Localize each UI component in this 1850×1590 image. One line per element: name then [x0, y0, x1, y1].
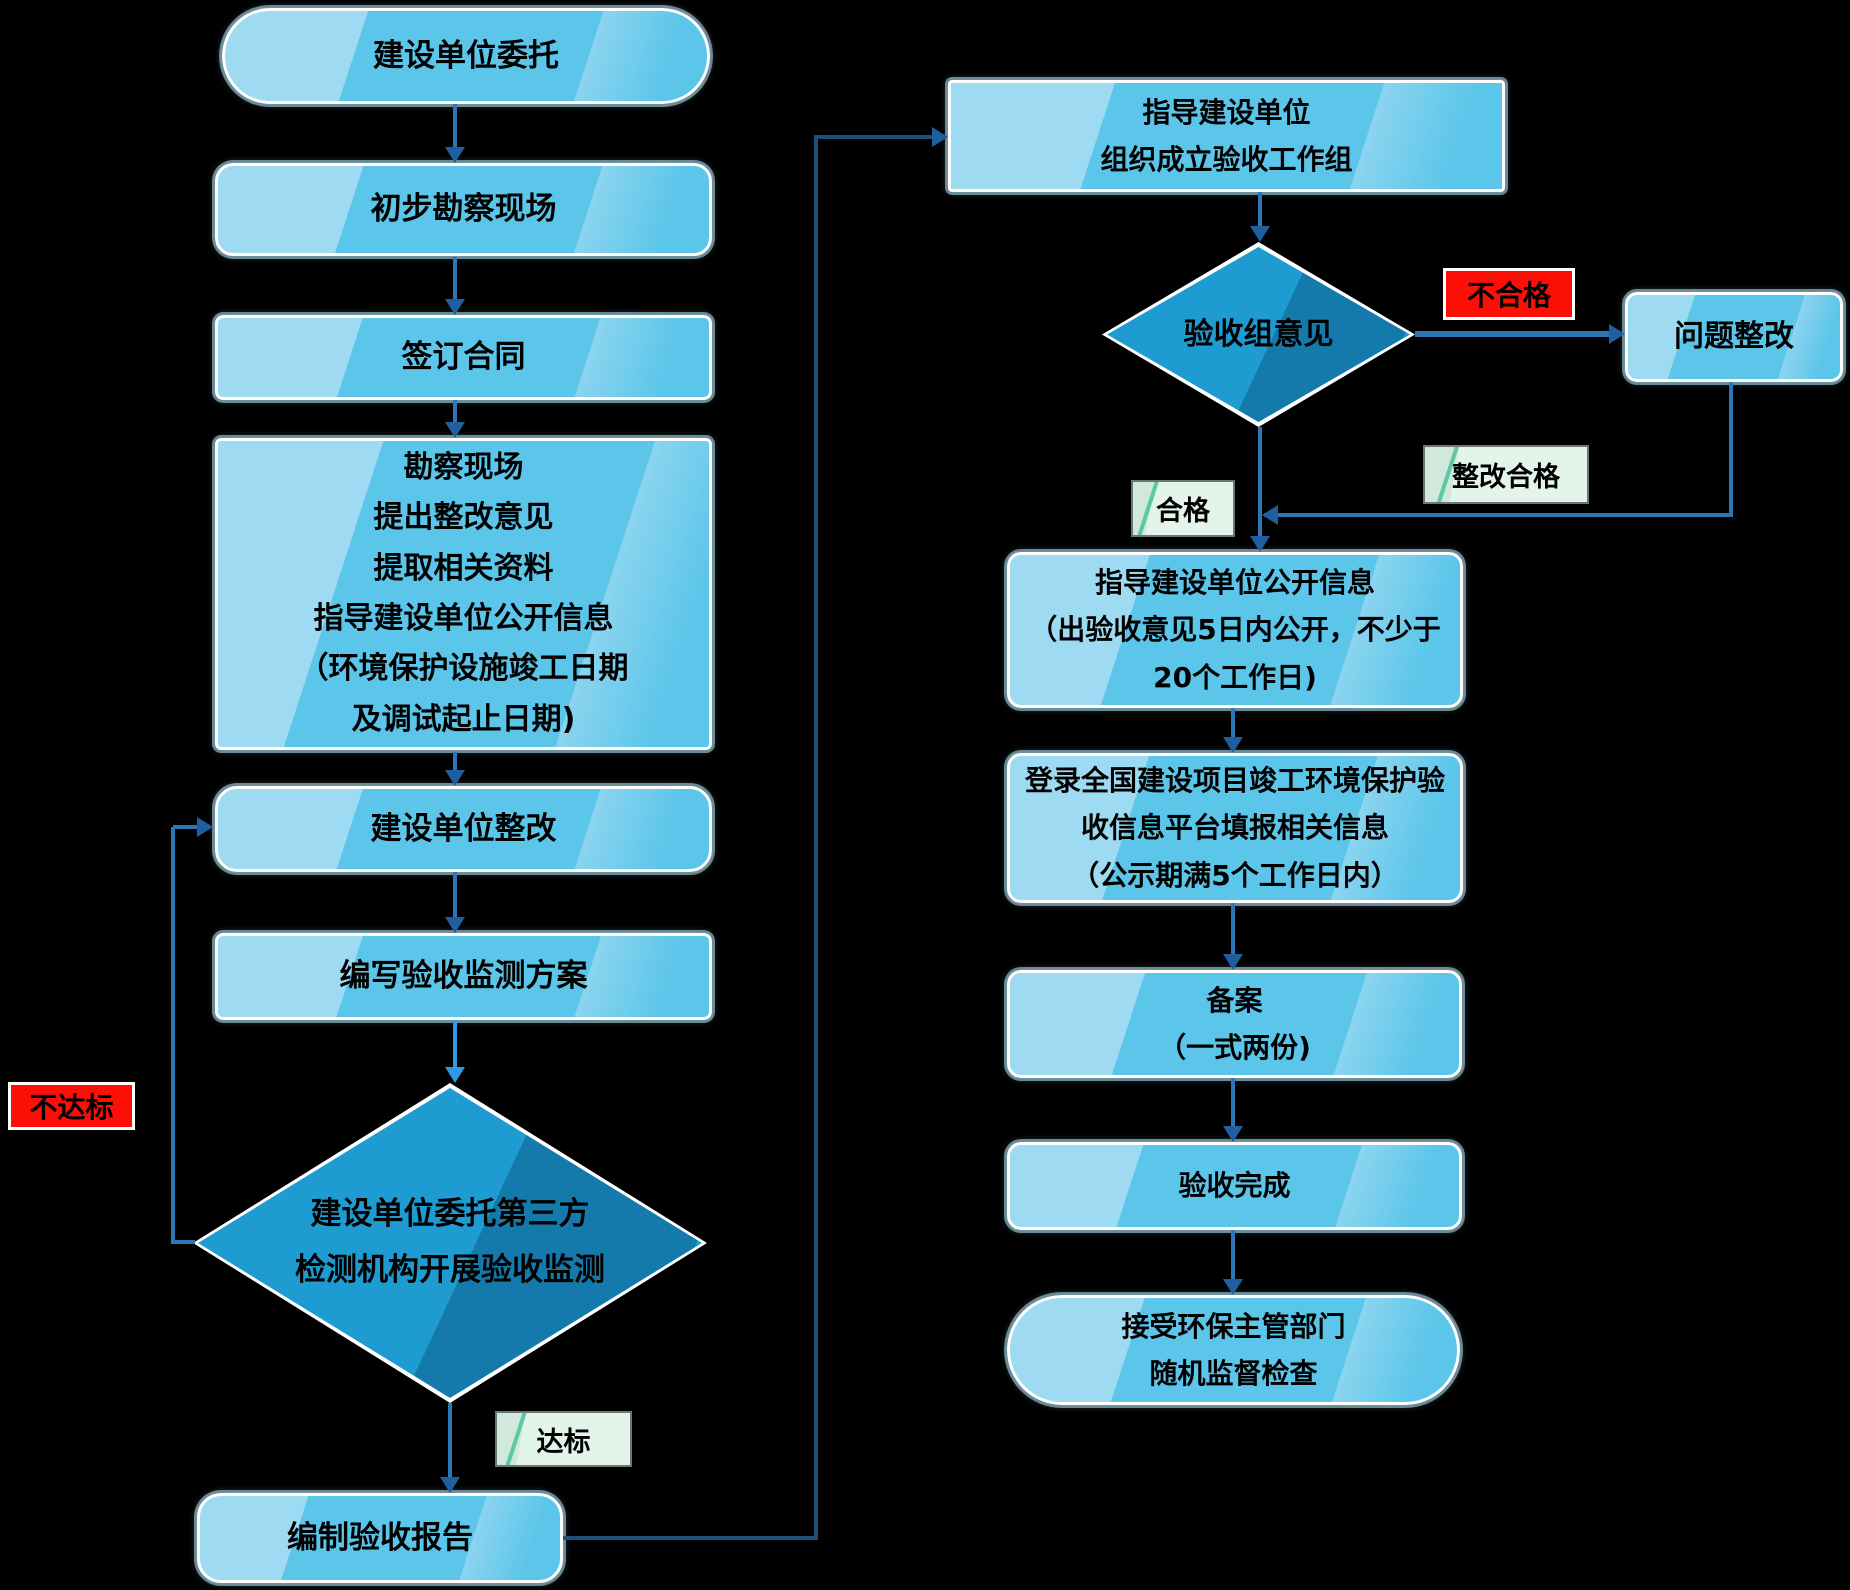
node-problem-fix-label: 问题整改	[1674, 318, 1794, 354]
connector-feedback-vertical	[171, 827, 175, 1244]
decision-monitoring-label: 建设单位委托第三方 检测机构开展验收监测	[295, 1196, 605, 1288]
connector-report-right	[563, 1536, 816, 1540]
connector-complete-inspection	[1231, 1230, 1235, 1281]
arrowhead-survey-contract	[445, 299, 465, 315]
decision-monitoring: 建设单位委托第三方 检测机构开展验收监测	[193, 1083, 707, 1403]
connector-workgroup-decision	[1258, 192, 1262, 228]
node-publish-info-label: 指导建设单位公开信息 （出验收意见5日内公开，不少于 20个工作日)	[1029, 566, 1441, 694]
node-platform-filing: 登录全国建设项目竣工环境保护验 收信息平台填报相关信息 （公示期满5个工作日内）	[1007, 753, 1463, 903]
badge-unqualified: 不合格	[1443, 268, 1575, 320]
connector-survey-contract	[453, 257, 457, 301]
connector-decision-report	[448, 1403, 452, 1479]
arrowhead-plan-decision	[445, 1067, 465, 1083]
arrowhead-report-workgroup	[932, 127, 948, 147]
connector-publish-platform	[1231, 708, 1235, 739]
node-start-label: 建设单位委托	[373, 37, 559, 74]
node-preliminary-survey-label: 初步勘察现场	[370, 191, 557, 228]
connector-decision-problemfix	[1415, 331, 1611, 337]
node-sign-contract-label: 签订合同	[401, 339, 526, 376]
badge-slash-icon	[504, 1413, 529, 1465]
arrowhead-complete-inspection	[1223, 1279, 1243, 1295]
badge-not-up-to-standard-label: 不达标	[29, 1091, 114, 1124]
connector-report-up	[814, 135, 818, 1540]
arrowhead-start-survey	[445, 147, 465, 163]
connector-feedback-bottom	[173, 1240, 195, 1244]
badge-qualified: 合格	[1133, 482, 1233, 535]
node-monitor-plan: 编写验收监测方案	[215, 933, 712, 1020]
node-record-filing: 备案 （一式两份)	[1007, 970, 1462, 1078]
connector-contract-sitework	[453, 400, 457, 424]
arrowhead-rectify-plan	[445, 917, 465, 933]
arrowhead-problemfix-return	[1262, 505, 1278, 525]
badge-unqualified-label: 不合格	[1466, 279, 1551, 312]
arrowhead-decision-report	[440, 1477, 460, 1493]
node-site-work: 勘察现场 提出整改意见 提取相关资料 指导建设单位公开信息 （环境保护设施竣工日…	[215, 438, 712, 750]
arrowhead-workgroup-decision	[1250, 226, 1270, 242]
node-start: 建设单位委托	[222, 8, 710, 104]
node-platform-filing-label: 登录全国建设项目竣工环境保护验 收信息平台填报相关信息 （公示期满5个工作日内）	[1024, 764, 1445, 892]
node-acceptance-complete: 验收完成	[1007, 1142, 1462, 1230]
node-owner-rectify-label: 建设单位整改	[370, 810, 557, 847]
connector-decision-publish	[1258, 427, 1262, 538]
connector-feedback-top	[173, 825, 199, 829]
node-sign-contract: 签订合同	[215, 315, 712, 400]
connector-problemfix-return	[1264, 513, 1731, 517]
node-supervision-check-label: 接受环保主管部门 随机监督检查	[1121, 1309, 1346, 1390]
badge-rectification-qualified: 整改合格	[1425, 447, 1587, 502]
arrowhead-filing-complete	[1223, 1126, 1243, 1142]
node-workgroup: 指导建设单位 组织成立验收工作组	[948, 80, 1505, 192]
node-record-filing-label: 备案 （一式两份)	[1158, 983, 1311, 1064]
node-monitor-plan-label: 编写验收监测方案	[339, 958, 588, 995]
connector-report-top	[818, 135, 934, 139]
arrowhead-sitework-rectify	[445, 770, 465, 786]
arrowhead-decision-problemfix	[1609, 324, 1625, 344]
connector-rectify-plan	[453, 872, 457, 919]
arrowhead-publish-platform	[1223, 737, 1243, 753]
connector-platform-filing	[1231, 903, 1235, 956]
badge-up-to-standard: 达标	[497, 1413, 630, 1465]
connector-plan-decision	[453, 1020, 457, 1069]
node-supervision-check: 接受环保主管部门 随机监督检查	[1007, 1295, 1460, 1405]
decision-acceptance-opinion-label: 验收组意见	[1183, 316, 1334, 352]
arrowhead-contract-sitework	[445, 422, 465, 438]
badge-rectification-qualified-label: 整改合格	[1452, 462, 1560, 493]
node-workgroup-label: 指导建设单位 组织成立验收工作组	[1100, 95, 1353, 176]
badge-up-to-standard-label: 达标	[536, 1426, 591, 1458]
node-acceptance-report: 编制验收报告	[197, 1493, 563, 1583]
node-site-work-label: 勘察现场 提出整改意见 提取相关资料 指导建设单位公开信息 （环境保护设施竣工日…	[298, 449, 629, 737]
badge-not-up-to-standard: 不达标	[8, 1082, 135, 1130]
arrowhead-platform-filing	[1223, 954, 1243, 970]
node-publish-info: 指导建设单位公开信息 （出验收意见5日内公开，不少于 20个工作日)	[1007, 552, 1463, 708]
node-owner-rectify: 建设单位整改	[215, 786, 712, 872]
badge-qualified-label: 合格	[1156, 496, 1210, 527]
connector-sitework-rectify	[453, 752, 457, 772]
connector-filing-complete	[1231, 1078, 1235, 1128]
node-acceptance-report-label: 编制验收报告	[287, 1519, 473, 1556]
arrowhead-decision-publish	[1250, 536, 1270, 552]
connector-start-survey	[453, 104, 457, 150]
arrowhead-feedback-rectify	[197, 817, 213, 837]
node-acceptance-complete-label: 验收完成	[1178, 1169, 1291, 1203]
connector-problemfix-down	[1729, 382, 1733, 517]
node-problem-fix: 问题整改	[1625, 292, 1843, 382]
node-preliminary-survey: 初步勘察现场	[215, 163, 712, 256]
decision-acceptance-opinion: 验收组意见	[1102, 242, 1415, 427]
